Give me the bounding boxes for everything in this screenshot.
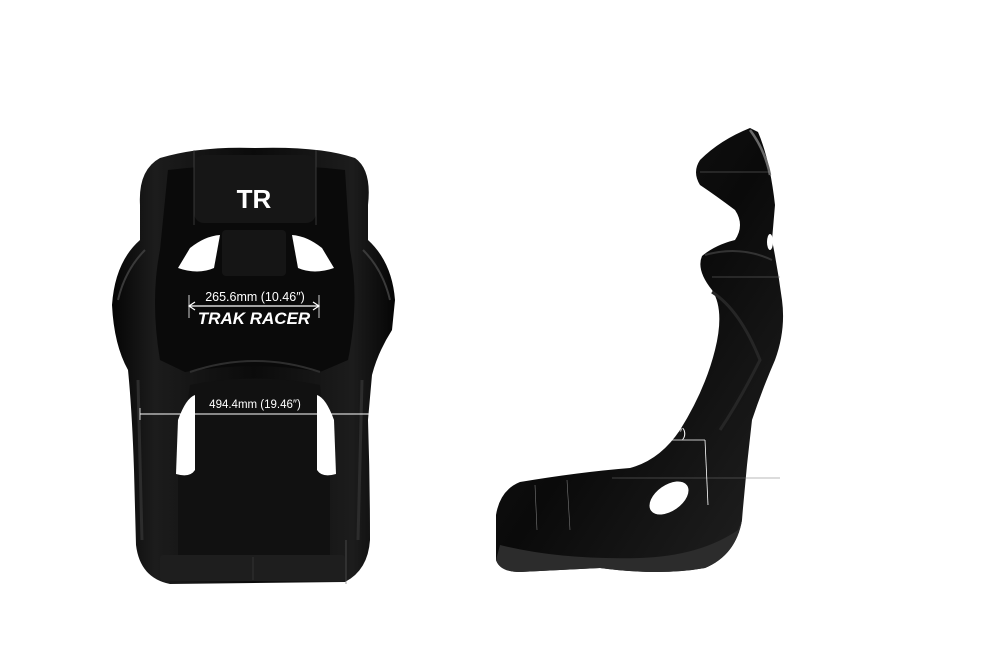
- headrest-panel: [194, 155, 316, 223]
- side-cutout: [649, 481, 689, 515]
- harness-slot-left: [178, 235, 220, 272]
- dimension-upper-label: 265.6mm (10.46″): [205, 290, 305, 304]
- leg-opening-left: [176, 395, 195, 476]
- side-view-seat: ″): [496, 128, 784, 572]
- side-dimension-partial: ″): [678, 428, 686, 440]
- harness-slot-right: [292, 235, 334, 272]
- brand-name: TRAK RACER: [198, 309, 311, 328]
- tr-logo: TR: [237, 184, 272, 214]
- front-view-seat: TR 265.6mm (10.46″) TRAK RACER 494.4mm (…: [112, 147, 395, 584]
- dimension-lower-label: 494.4mm (19.46″): [209, 399, 301, 411]
- dimension-upper: 265.6mm (10.46″): [187, 290, 321, 318]
- leg-opening-right: [317, 395, 336, 476]
- dimension-lower: 494.4mm (19.46″): [139, 399, 371, 420]
- center-strap-block: [222, 230, 286, 276]
- side-shell: [496, 128, 784, 572]
- seat-cushion: [178, 378, 330, 560]
